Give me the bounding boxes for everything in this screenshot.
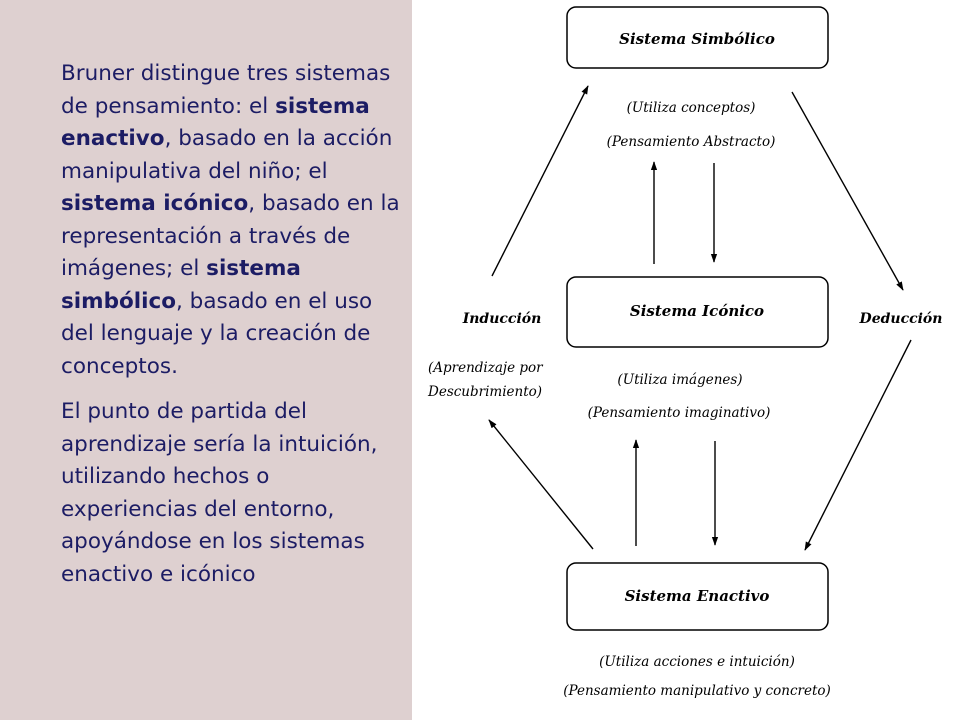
deduction-label: Deducción	[859, 311, 943, 327]
text-span: , basado en la acción manipulativa del n…	[61, 126, 393, 184]
arrow-induction-lower	[488, 419, 594, 550]
induction-note-learning: (Aprendizaje por	[428, 360, 544, 376]
symbolic-system-box	[566, 6, 829, 69]
arrow-induction-upper	[491, 85, 589, 277]
iconic-note-imaginative: (Pensamiento imaginativo)	[588, 405, 771, 421]
text-span: Bruner distingue tres sistemas de pensam…	[61, 61, 391, 119]
paragraph-starting-point: El punto de partida del aprendizaje serí…	[61, 399, 378, 587]
enactive-system-box	[566, 562, 829, 631]
induction-label: Inducción	[462, 311, 542, 327]
symbolic-note-concepts: (Utiliza conceptos)	[627, 100, 756, 116]
left-text-panel: Bruner distingue tres sistemas de pensam…	[0, 0, 412, 720]
iconic-note-images: (Utiliza imágenes)	[617, 372, 742, 388]
bold-enactive-system: sistema enactivo	[61, 93, 370, 152]
induction-note-discovery: Descubrimiento)	[427, 384, 542, 400]
text-span: , basado en la representación a través d…	[61, 191, 400, 281]
symbolic-system-title: Sistema Simbólico	[619, 30, 775, 48]
bruner-systems-diagram: Sistema Simbólico Sistema Icónico Sistem…	[427, 6, 943, 699]
text-span: , basado en el uso del lenguaje y la cre…	[61, 288, 373, 379]
arrow-deduction-lower	[804, 339, 912, 551]
enactive-note-manipulative: (Pensamiento manipulativo y concreto)	[563, 683, 831, 699]
symbolic-note-abstract: (Pensamiento Abstracto)	[607, 134, 776, 150]
bold-symbolic-system: sistema simbólico	[61, 256, 301, 314]
iconic-system-title: Sistema Icónico	[630, 302, 764, 320]
paragraph-systems: Bruner distingue tres sistemas de pensam…	[61, 58, 409, 383]
arrow-deduction-upper	[791, 91, 904, 291]
enactive-note-actions: (Utiliza acciones e intuición)	[599, 654, 795, 670]
enactive-system-title: Sistema Enactivo	[625, 587, 770, 605]
bold-iconic-system: sistema icónico	[61, 191, 249, 216]
iconic-system-box	[566, 276, 829, 348]
description-text: Bruner distingue tres sistemas de pensam…	[61, 58, 409, 591]
